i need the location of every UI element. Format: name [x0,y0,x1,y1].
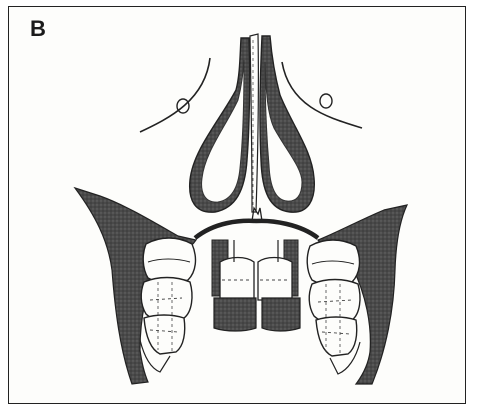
nasal-cavity [190,34,315,212]
left-molars [140,238,195,372]
palate [195,221,318,238]
right-foramen [320,94,332,108]
left-orbital-arc [140,58,210,132]
central-incisors [212,240,300,331]
nasal-septum [250,34,258,212]
right-molars [307,240,360,374]
